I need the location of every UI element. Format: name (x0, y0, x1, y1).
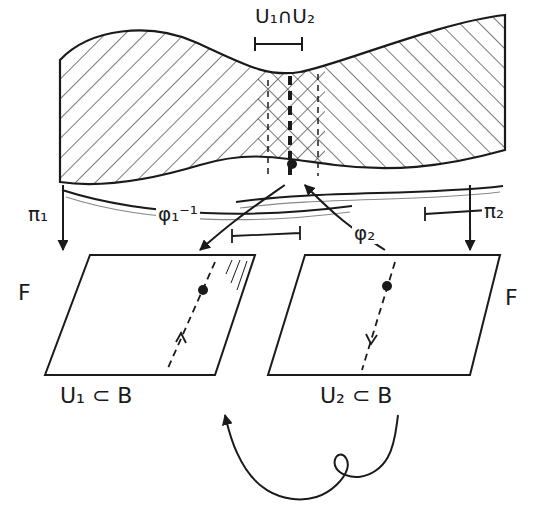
region-bracket (425, 203, 488, 221)
intersection-bracket (255, 37, 302, 51)
fiber-label: F (505, 285, 518, 310)
fiber-plane: F U₁ ⊂ B (15, 250, 265, 415)
fiber-line (362, 262, 395, 370)
point-dot (287, 159, 297, 169)
fiber-line (168, 262, 215, 368)
fiber-line (226, 260, 247, 290)
map-arrow (469, 185, 471, 250)
bundle-surface: U₁∩U₂ (55, 5, 510, 185)
fiber-label: F (18, 280, 31, 305)
fiber-line (366, 334, 377, 344)
map-arrow (200, 185, 285, 250)
set-label: U₁∩U₂ (255, 5, 315, 28)
point-dot (382, 281, 392, 291)
map-label: φ₁⁻¹ (156, 203, 200, 225)
point-dot (198, 285, 208, 295)
map-label: π₁ (26, 203, 50, 225)
base-curve-shadow (66, 197, 350, 220)
plane-outline (45, 255, 255, 375)
region-bracket (232, 226, 300, 243)
map-arrow (62, 185, 64, 250)
map-arrow (225, 415, 398, 499)
map-arrow (305, 185, 385, 250)
fiber-line (267, 80, 269, 178)
fiber-line (317, 74, 319, 176)
set-label: U₂ ⊂ B (320, 383, 392, 408)
surface-outline (60, 15, 505, 184)
base-curve-shadow (240, 192, 500, 208)
map-label: φ₂ (352, 222, 377, 244)
set-label: U₁ ⊂ B (60, 383, 132, 408)
plane-outline (268, 255, 500, 375)
fiber-line (176, 333, 186, 343)
fiber-plane: F U₂ ⊂ B (262, 250, 534, 415)
node-outline (55, 5, 510, 185)
hatching (258, 0, 518, 200)
node-outline (262, 250, 534, 415)
map-label: π₂ (482, 200, 506, 222)
node-outline (15, 250, 265, 415)
